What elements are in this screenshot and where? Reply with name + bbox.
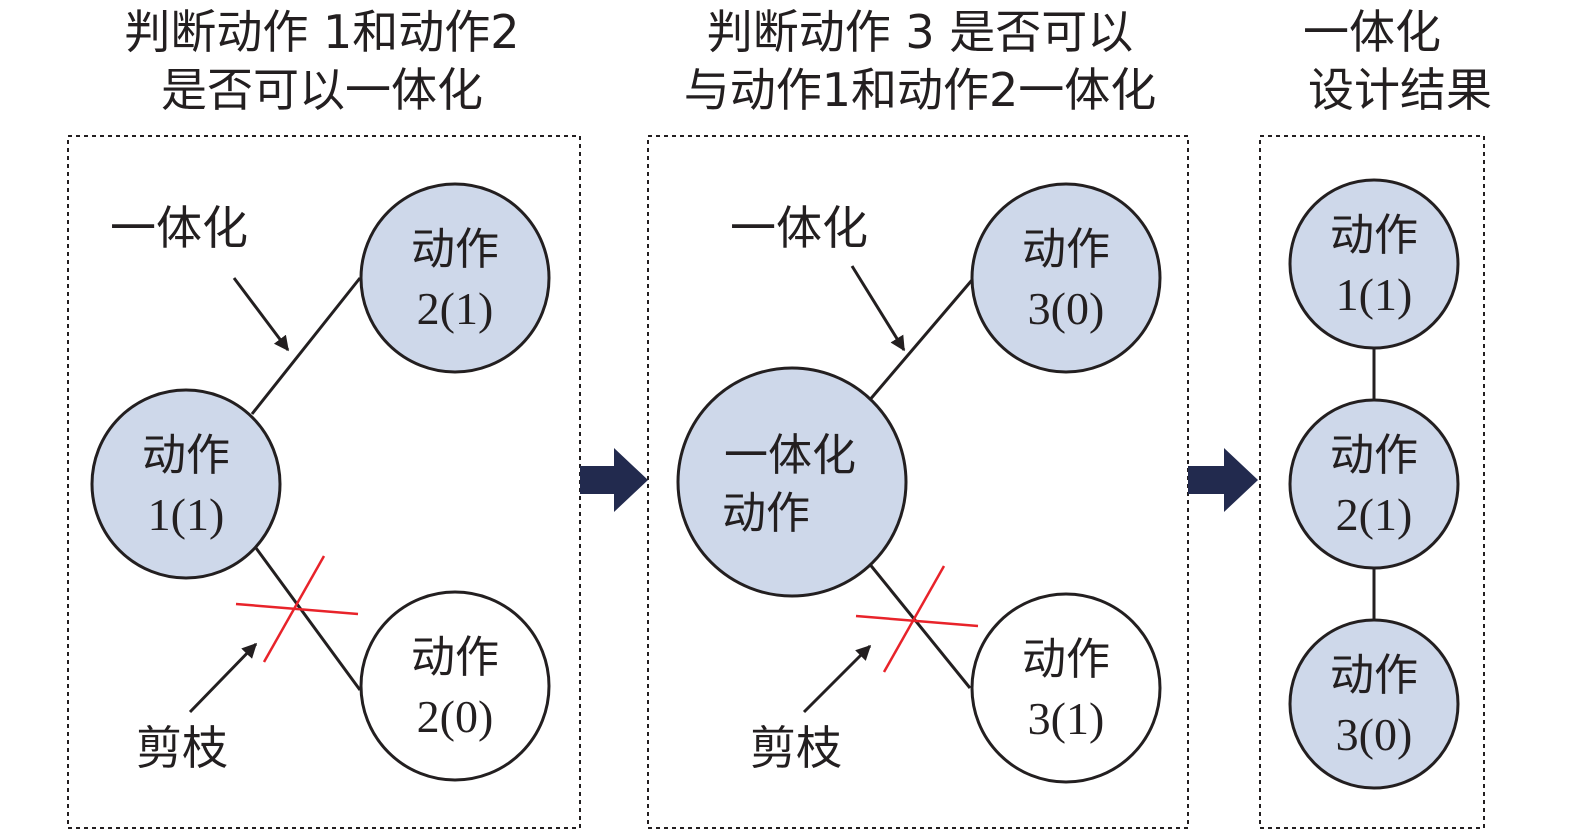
panel-1-title-line1: 判断动作 1和动作2 [124, 5, 519, 59]
node-result-action-2: 动作 2(1) [1288, 398, 1460, 570]
panel-3-frame [1259, 135, 1485, 829]
node-value: 3(0) [1336, 709, 1413, 760]
panel-3-title-line1: 一体化 [1303, 5, 1441, 59]
node-value: 1(1) [148, 489, 225, 540]
node-action-3-no: 动作 3(0) [970, 182, 1162, 374]
panel-1-title-line2: 是否可以一体化 [161, 63, 483, 117]
node-label: 动作 [1330, 430, 1418, 481]
node-circle [1288, 398, 1460, 570]
node-label: 动作 [411, 632, 499, 683]
node-label: 动作 [1022, 224, 1110, 275]
node-label: 动作 [142, 430, 230, 481]
annotation-integrate: 一体化 [730, 201, 868, 255]
node-value: 3(0) [1028, 283, 1105, 334]
arrow-integrate [232, 277, 290, 352]
node-value: 2(1) [1336, 489, 1413, 540]
flow-arrow-icon [1188, 448, 1258, 512]
edge-integrate [866, 279, 974, 403]
arrow-integrate [850, 265, 906, 352]
node-action-2-no: 动作 2(0) [359, 590, 551, 782]
prune-mark [235, 602, 359, 616]
node-circle [676, 366, 908, 598]
annotation-integrate: 一体化 [110, 201, 248, 255]
node-label: 动作 [411, 224, 499, 275]
prune-mark [882, 565, 946, 673]
panel-2-title-line1: 判断动作 3 是否可以 [707, 5, 1134, 59]
edge-integrate [250, 277, 362, 415]
edge-pruned [254, 547, 362, 691]
node-result-action-3: 动作 3(0) [1288, 618, 1460, 790]
annotation-prune: 剪枝 [750, 721, 842, 775]
node-label: 动作 [722, 488, 810, 539]
node-circle [1288, 178, 1460, 350]
panel-3-title-line2: 设计结果 [1308, 63, 1492, 117]
prune-mark [855, 614, 979, 628]
node-integrated-action: 一体化 动作 [676, 366, 908, 598]
arrow-prune [188, 642, 258, 714]
node-label: 一体化 [724, 430, 856, 481]
flow-arrow-icon [580, 448, 648, 512]
node-circle [1288, 618, 1460, 790]
panel-1: 判断动作 1和动作2 是否可以一体化 一体化 剪枝 动作 1(1) 动作 2(1… [67, 5, 581, 829]
node-circle [359, 182, 551, 374]
prune-mark [262, 555, 326, 663]
node-action-1: 动作 1(1) [90, 388, 282, 580]
node-value: 2(1) [417, 283, 494, 334]
edge-pruned [866, 561, 972, 689]
annotation-prune: 剪枝 [136, 721, 228, 775]
node-action-2-yes: 动作 2(1) [359, 182, 551, 374]
panel-2-title-line2: 与动作1和动作2一体化 [684, 63, 1157, 117]
node-circle [359, 590, 551, 782]
node-circle [970, 592, 1162, 784]
node-value: 3(1) [1028, 693, 1105, 744]
arrow-prune [802, 644, 872, 714]
node-circle [970, 182, 1162, 374]
node-value: 1(1) [1336, 269, 1413, 320]
node-result-action-1: 动作 1(1) [1288, 178, 1460, 350]
node-label: 动作 [1022, 634, 1110, 685]
node-action-3-yes: 动作 3(1) [970, 592, 1162, 784]
node-circle [90, 388, 282, 580]
node-label: 动作 [1330, 650, 1418, 701]
node-value: 2(0) [417, 691, 494, 742]
node-label: 动作 [1330, 210, 1418, 261]
panel-2: 判断动作 3 是否可以 与动作1和动作2一体化 一体化 剪枝 一体化 动作 动作… [647, 5, 1189, 829]
panel-3: 一体化 设计结果 动作 1(1) 动作 2(1) 动作 3(0) [1259, 5, 1492, 829]
